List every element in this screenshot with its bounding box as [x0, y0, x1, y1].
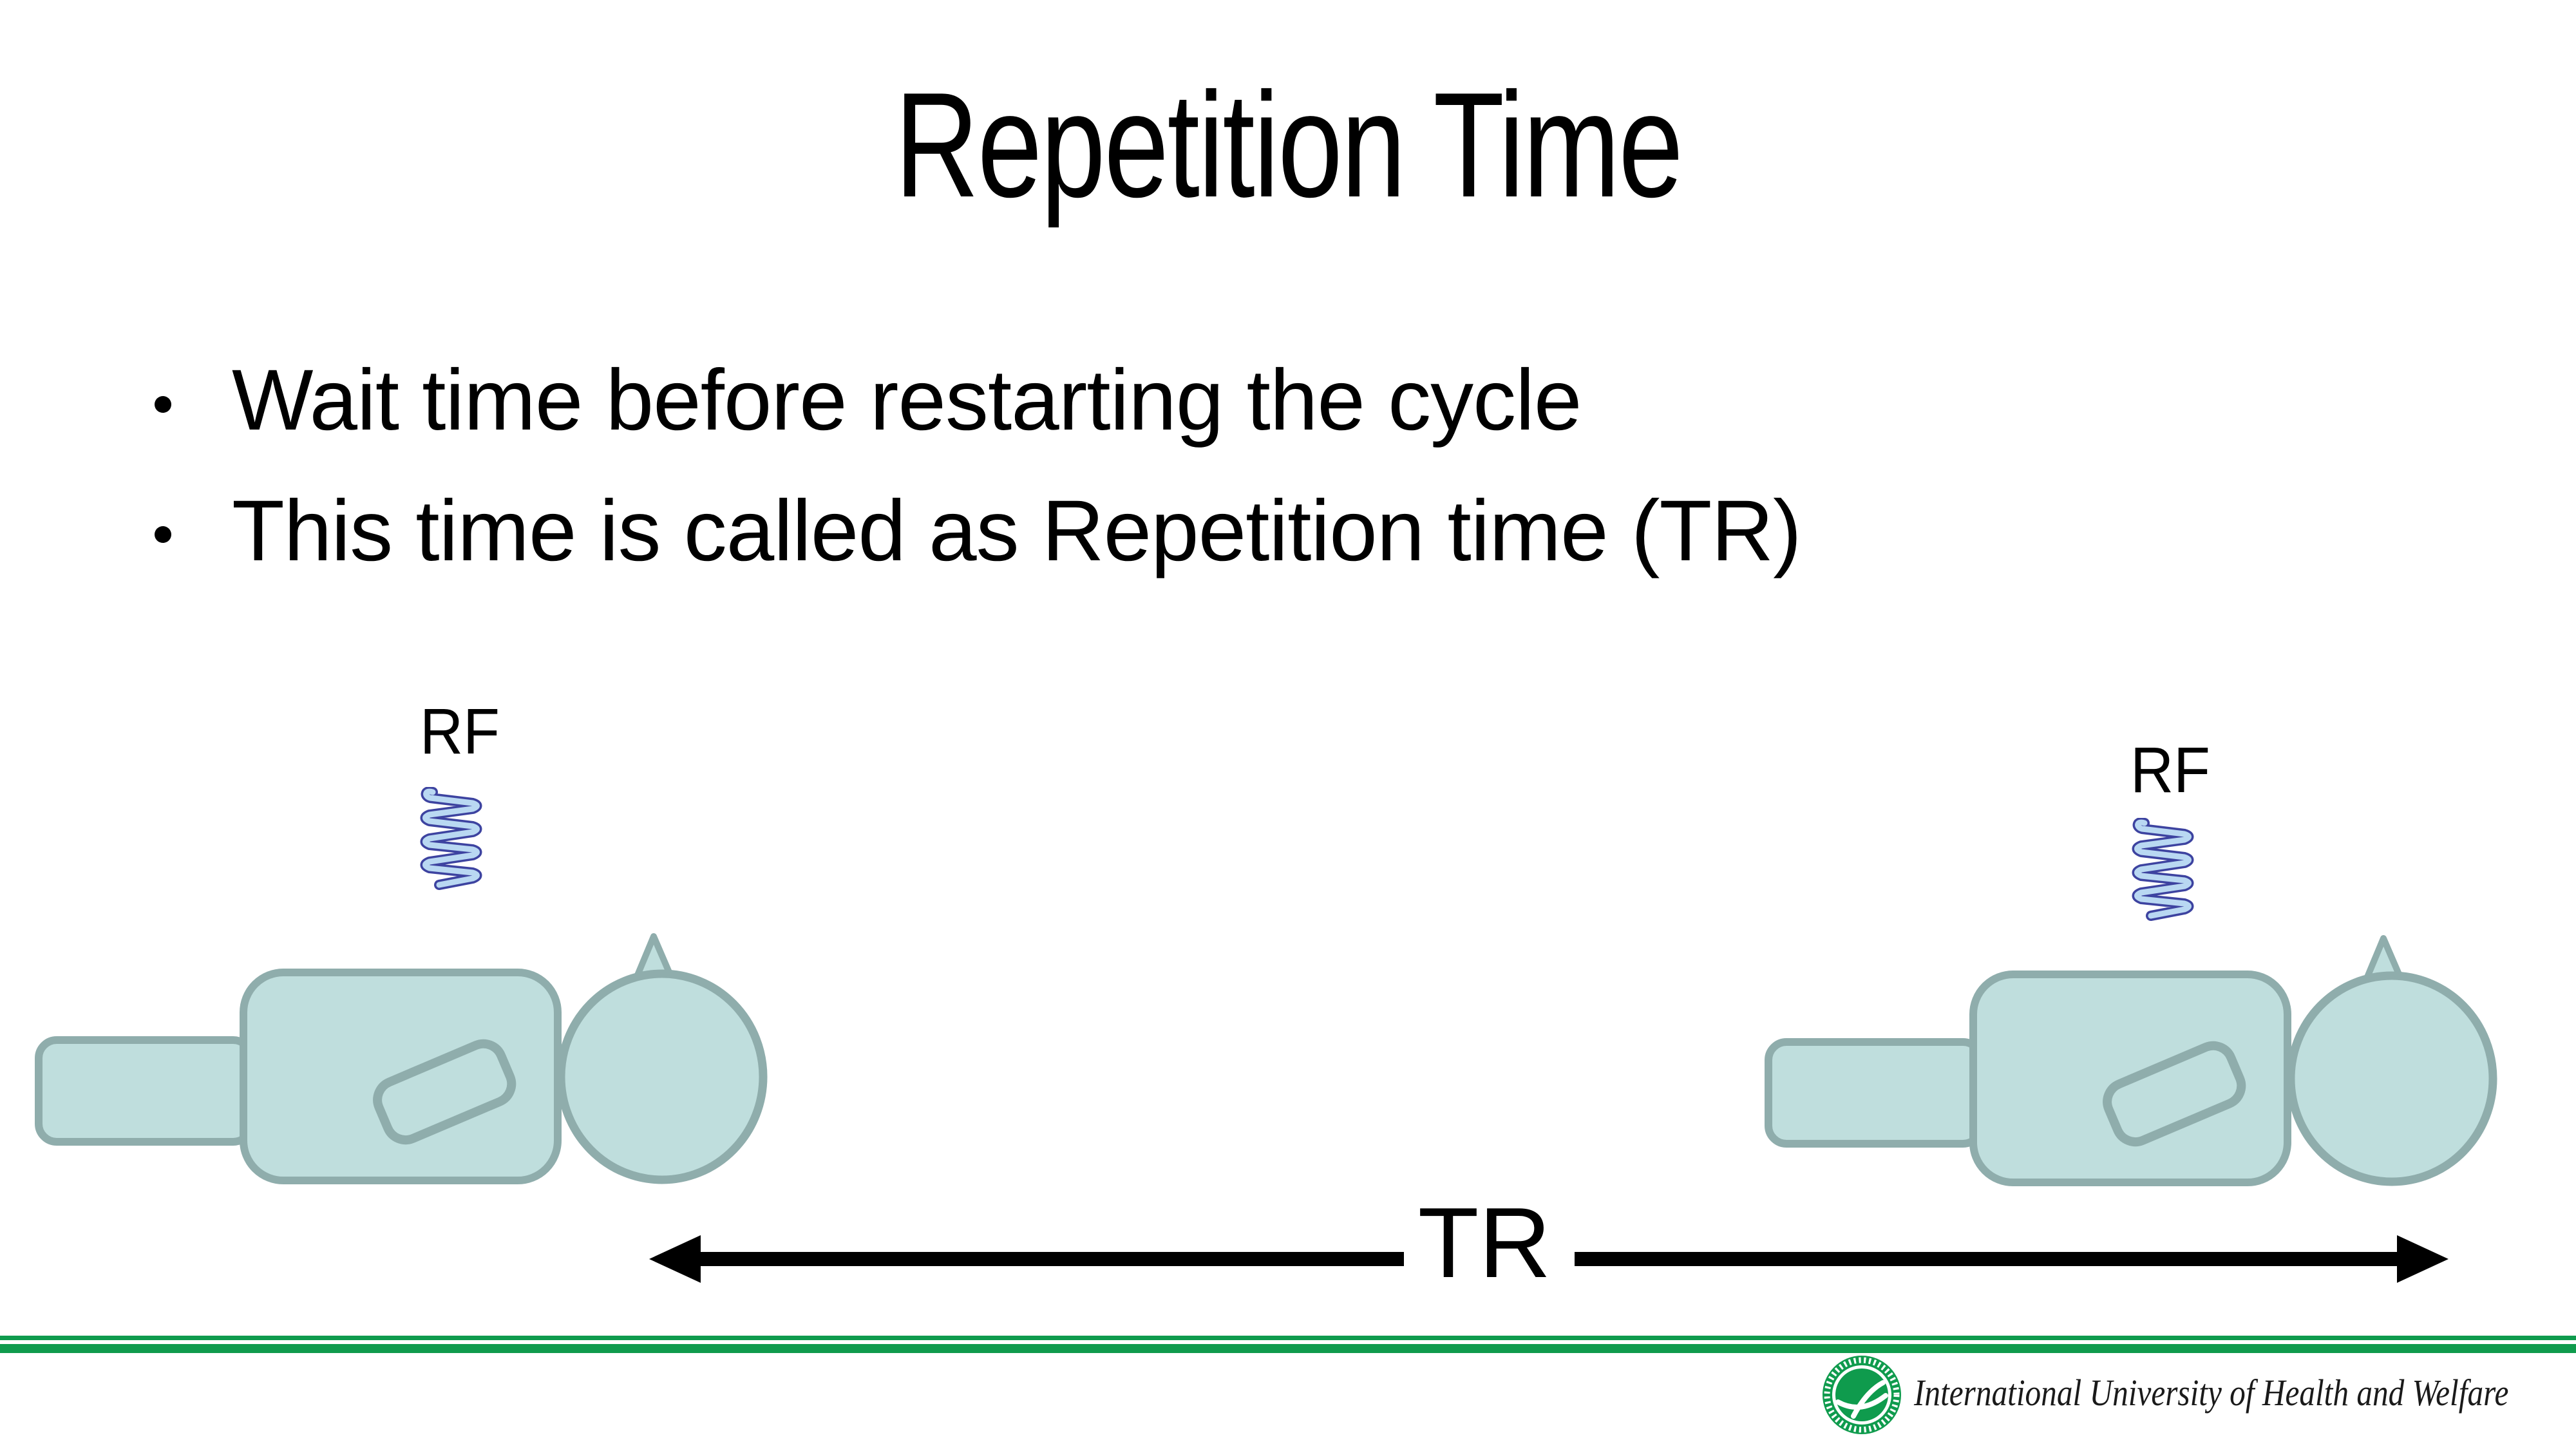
coil-fill: [422, 788, 480, 888]
arrowhead-left-icon: [649, 1235, 701, 1283]
patient-head: [2286, 971, 2497, 1186]
tr-label: TR: [1417, 1187, 1551, 1298]
logo-ring-microtext: [1824, 1357, 1900, 1433]
bullet-item: This time is called as Repetition time (…: [232, 483, 1802, 579]
patient-nose: [634, 933, 673, 978]
patient-legs: [1765, 1038, 1985, 1148]
chest-diamond: [2103, 1041, 2246, 1147]
tr-arrow: [649, 1235, 2448, 1283]
page-title: Repetition Time: [0, 67, 2576, 224]
logo-bird-icon: [1851, 1380, 1886, 1419]
chest-diamond: [373, 1039, 516, 1145]
arrowhead-right-icon: [2397, 1235, 2448, 1283]
rf-coil-icon: [420, 787, 482, 890]
coil-fill: [2134, 819, 2192, 919]
rf-label-left: RF: [420, 696, 500, 768]
rf-coil-icon: [2132, 818, 2194, 921]
university-logo-icon: [1823, 1356, 1901, 1434]
green-divider-thick: [0, 1344, 2576, 1353]
logo-globe: [1835, 1368, 1888, 1421]
patient-figure-right: [1765, 935, 2497, 1186]
bullet-dot: [155, 526, 171, 543]
bullet-item: Wait time before restarting the cycle: [232, 352, 1582, 448]
page-title-text: Repetition Time: [894, 62, 1683, 229]
bullet-dot: [155, 396, 171, 413]
green-divider-thin: [0, 1336, 2576, 1340]
patient-legs: [35, 1036, 255, 1146]
rf-label-right: RF: [2130, 734, 2210, 806]
patient-nose: [2364, 935, 2403, 980]
patient-head: [556, 969, 768, 1184]
patient-figure-left: [35, 933, 768, 1184]
university-name: International University of Health and W…: [1914, 1372, 2509, 1414]
